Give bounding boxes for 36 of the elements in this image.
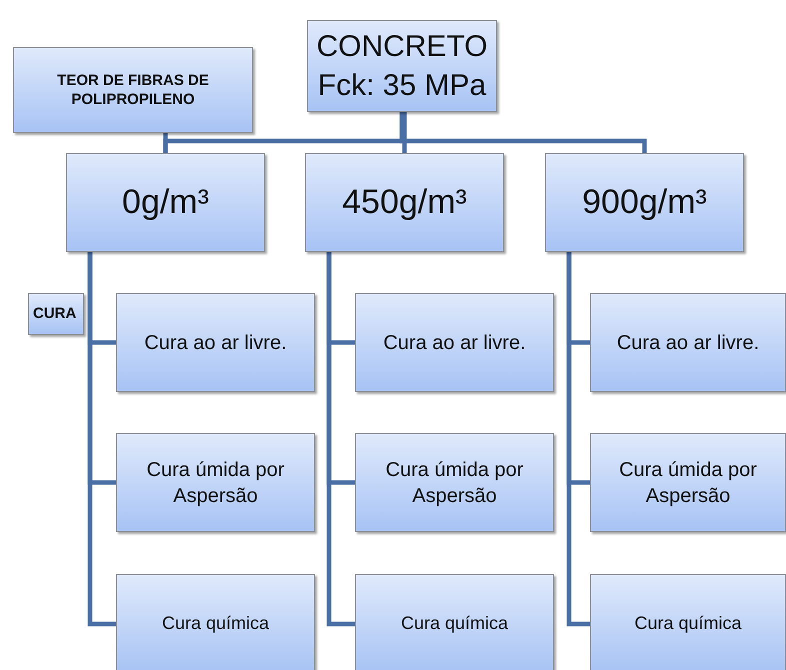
node-text: TEOR DE FIBRAS DE POLIPROPILENO xyxy=(56,70,210,110)
tag-box xyxy=(28,293,84,335)
node-text: 900g/m³ xyxy=(581,182,708,224)
node-text: Cura úmida por Aspersão xyxy=(384,458,524,508)
node-text: 0g/m³ xyxy=(121,182,210,224)
category-box xyxy=(13,47,253,133)
dosage-box xyxy=(66,153,265,252)
process-box xyxy=(590,433,786,532)
node-text: Cura úmida por Aspersão xyxy=(618,458,758,508)
node-text: Cura ao ar livre. xyxy=(616,330,760,356)
title-box xyxy=(307,20,497,112)
dosage-box xyxy=(545,153,744,252)
process-box xyxy=(355,293,554,392)
node-text: Cura ao ar livre. xyxy=(382,330,527,356)
process-box xyxy=(116,293,315,392)
dosage-box xyxy=(305,153,504,252)
connector-line xyxy=(402,112,407,153)
process-box xyxy=(355,574,554,670)
node-text: Cura química xyxy=(633,612,743,636)
connector-line xyxy=(163,133,168,153)
connector-line xyxy=(326,252,355,626)
process-box xyxy=(355,433,554,532)
process-box xyxy=(116,433,315,532)
connector-line xyxy=(400,112,647,153)
connector-line xyxy=(566,252,590,626)
node-text: Cura química xyxy=(160,612,270,636)
node-text: Cura química xyxy=(400,612,510,636)
connector-line xyxy=(88,252,116,626)
process-box xyxy=(590,574,786,670)
process-box xyxy=(590,293,786,392)
process-box xyxy=(116,574,315,670)
node-text: Cura úmida por Aspersão xyxy=(146,458,286,508)
node-text: CONCRETO Fck: 35 MPa xyxy=(315,29,489,104)
node-text: CURA xyxy=(32,304,76,324)
node-text: Cura ao ar livre. xyxy=(143,330,288,356)
node-text: 450g/m³ xyxy=(341,182,468,224)
